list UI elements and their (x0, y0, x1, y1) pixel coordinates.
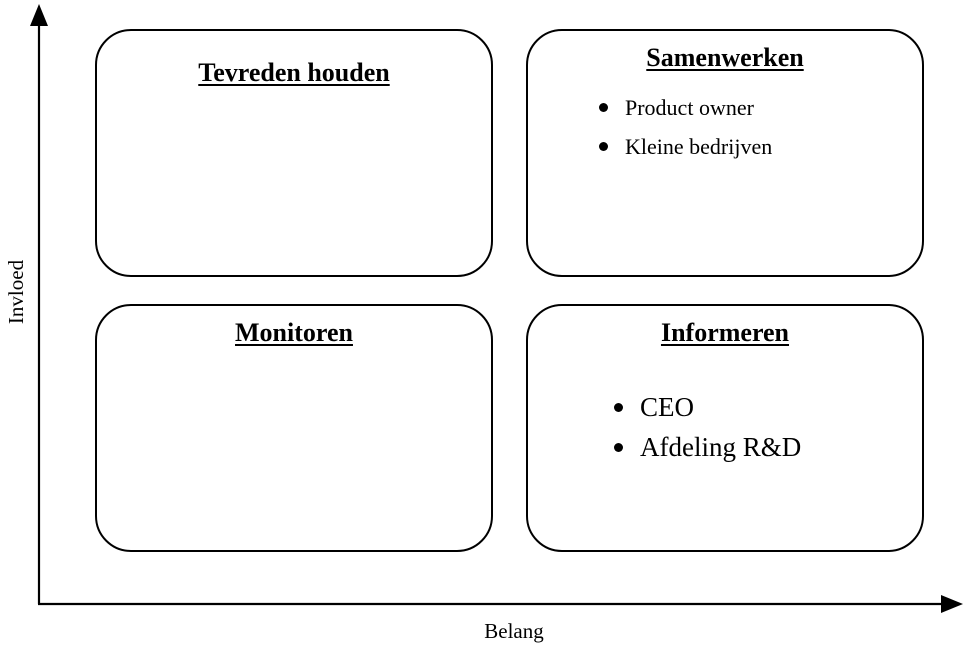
quadrant-informeren: Informeren CEO Afdeling R&D (526, 304, 924, 552)
quadrant-monitoren: Monitoren (95, 304, 493, 552)
y-axis-arrowhead (30, 4, 48, 26)
quadrant-title: Monitoren (235, 318, 353, 347)
y-axis-label: Invloed (4, 259, 28, 325)
quadrant-title: Informeren (660, 318, 790, 347)
list-item: CEO (613, 387, 801, 427)
x-axis-arrowhead (941, 595, 963, 613)
list-item: Kleine bedrijven (598, 127, 772, 166)
list-item: Afdeling R&D (613, 427, 801, 467)
quadrant-samenwerken: Samenwerken Product owner Kleine bedrijv… (526, 29, 924, 277)
stakeholder-list: CEO Afdeling R&D (613, 387, 801, 467)
x-axis-label: Belang (484, 619, 544, 643)
quadrant-tevreden-houden: Tevreden houden (95, 29, 493, 277)
list-item: Product owner (598, 88, 772, 127)
quadrant-title: Tevreden houden (198, 58, 390, 87)
stakeholder-list: Product owner Kleine bedrijven (598, 88, 772, 166)
quadrant-title: Samenwerken (646, 43, 804, 72)
